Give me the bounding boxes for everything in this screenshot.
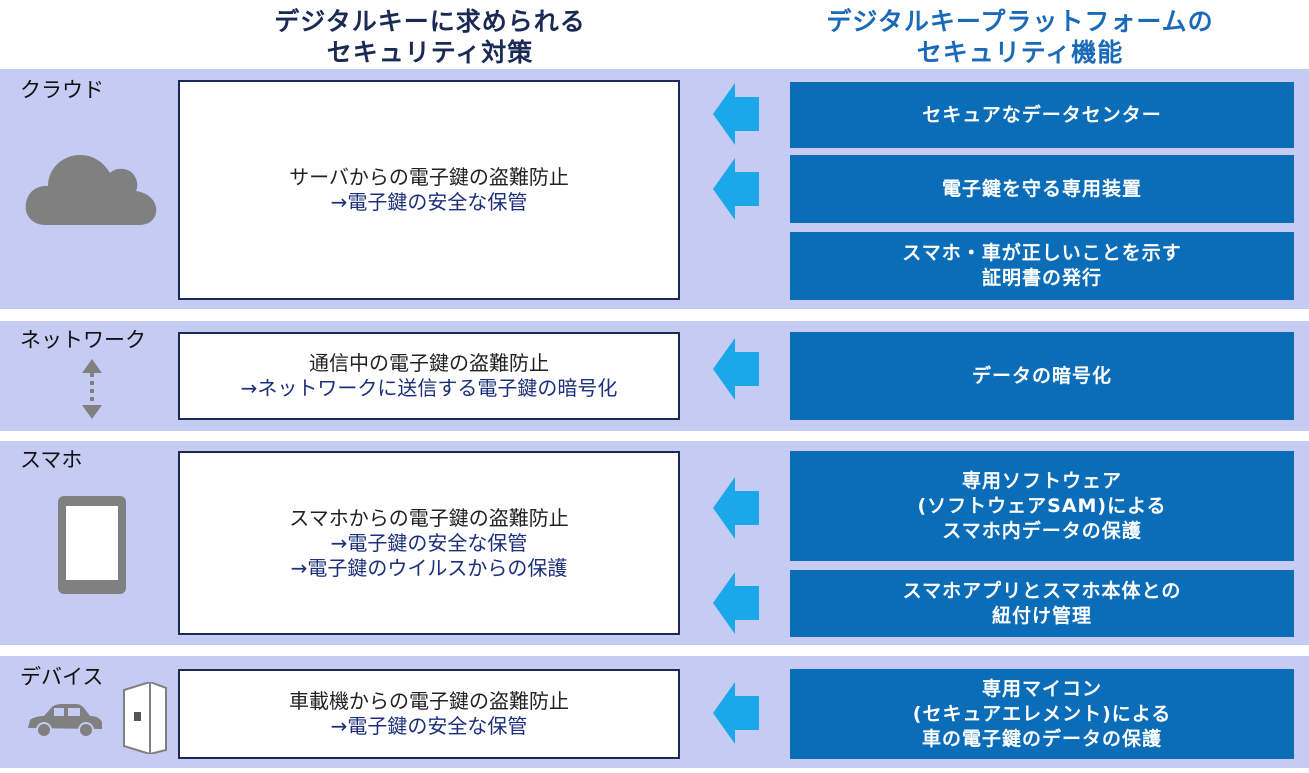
requirement-text: スマホからの電子鍵の盗難防止: [289, 505, 569, 530]
requirement-box: 通信中の電子鍵の盗難防止 →ネットワークに送信する電子鍵の暗号化: [178, 332, 680, 420]
right-header-line: セキュリティ機能: [916, 38, 1124, 67]
feature-box: 電子鍵を守る専用装置: [790, 155, 1294, 223]
left-arrow-icon: [713, 338, 759, 400]
cloud-icon: [25, 155, 157, 225]
feature-text: (ソフトウェアSAM)による: [917, 494, 1167, 517]
feature-box: データの暗号化: [790, 332, 1294, 420]
left-arrow-icon: [713, 682, 759, 744]
feature-text: 紐付け管理: [991, 604, 1092, 627]
requirement-text: →電子鍵の安全な保管: [330, 530, 528, 555]
smartphone-icon: [58, 496, 126, 594]
feature-text: セキュアなデータセンター: [922, 103, 1162, 126]
layer-band-smartphone: スマホ スマホからの電子鍵の盗難防止 →電子鍵の安全な保管 →電子鍵のウイルスか…: [0, 441, 1309, 645]
left-arrow-icon: [713, 158, 759, 220]
requirement-text: サーバからの電子鍵の盗難防止: [289, 165, 569, 189]
feature-text: (セキュアエレメント)による: [912, 702, 1172, 725]
right-column-header: デジタルキープラットフォームの セキュリティ機能: [770, 6, 1270, 68]
requirement-box: 車載機からの電子鍵の盗難防止 →電子鍵の安全な保管: [178, 669, 680, 759]
requirement-text: →電子鍵のウイルスからの保護: [290, 555, 568, 580]
left-column-header: デジタルキーに求められる セキュリティ対策: [230, 6, 630, 68]
requirement-text: 車載機からの電子鍵の盗難防止: [289, 689, 569, 713]
right-header-line: デジタルキープラットフォームの: [826, 7, 1214, 36]
left-arrow-icon: [713, 477, 759, 539]
feature-box: 専用ソフトウェア (ソフトウェアSAM)による スマホ内データの保護: [790, 451, 1294, 561]
layer-label: ネットワーク: [20, 328, 146, 352]
left-arrow-icon: [713, 83, 759, 145]
layer-label: クラウド: [20, 78, 104, 102]
left-header-line: セキュリティ対策: [326, 38, 534, 67]
left-header-line: デジタルキーに求められる: [274, 7, 586, 36]
feature-box: セキュアなデータセンター: [790, 82, 1294, 148]
feature-text: スマホ内データの保護: [942, 519, 1142, 542]
feature-text: データの暗号化: [971, 364, 1112, 387]
feature-box: スマホアプリとスマホ本体との 紐付け管理: [790, 570, 1294, 637]
feature-box: 専用マイコン (セキュアエレメント)による 車の電子鍵のデータの保護: [790, 669, 1294, 759]
requirement-box: スマホからの電子鍵の盗難防止 →電子鍵の安全な保管 →電子鍵のウイルスからの保護: [178, 451, 680, 635]
feature-text: 専用ソフトウェア: [961, 469, 1122, 492]
double-arrow-icon: [82, 359, 102, 419]
feature-box: スマホ・車が正しいことを示す 証明書の発行: [790, 232, 1294, 300]
car-icon: [28, 704, 102, 738]
feature-text: 車の電子鍵のデータの保護: [921, 727, 1162, 750]
feature-text: スマホ・車が正しいことを示す: [902, 242, 1182, 264]
layer-band-device: デバイス 車載機からの電子鍵の盗難防止 →電子鍵の安全な保管 専用マイコン (セ…: [0, 656, 1309, 768]
requirement-text: 通信中の電子鍵の盗難防止: [309, 351, 549, 375]
door-icon: [123, 682, 167, 754]
left-arrow-icon: [713, 572, 759, 634]
layer-band-network: ネットワーク 通信中の電子鍵の盗難防止 →ネットワークに送信する電子鍵の暗号化 …: [0, 321, 1309, 431]
feature-text: 証明書の発行: [981, 267, 1102, 289]
requirement-text: →電子鍵の安全な保管: [330, 190, 528, 214]
layer-label: デバイス: [20, 665, 104, 689]
layer-label: スマホ: [20, 448, 83, 472]
feature-text: 電子鍵を守る専用装置: [941, 177, 1142, 200]
feature-text: スマホアプリとスマホ本体との: [902, 579, 1182, 602]
requirement-text: →ネットワークに送信する電子鍵の暗号化: [240, 376, 618, 400]
layer-band-cloud: クラウド サーバからの電子鍵の盗難防止 →電子鍵の安全な保管 セキュアなデータセ…: [0, 69, 1309, 309]
requirement-box: サーバからの電子鍵の盗難防止 →電子鍵の安全な保管: [178, 80, 680, 300]
requirement-text: →電子鍵の安全な保管: [330, 714, 528, 738]
feature-text: 専用マイコン: [981, 677, 1102, 700]
